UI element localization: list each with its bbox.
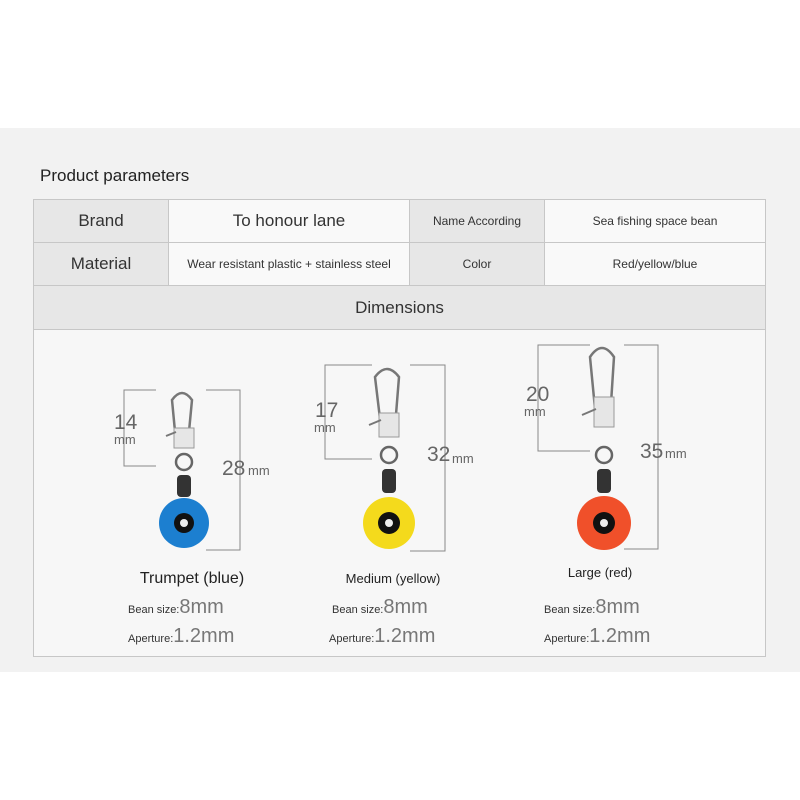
snap-clip-icon bbox=[368, 367, 401, 493]
clip-length-number: 17 bbox=[315, 399, 339, 422]
product-name: Medium (yellow) bbox=[345, 571, 441, 586]
total-length-unit: mm bbox=[248, 463, 270, 478]
clip-length-unit: mm bbox=[114, 432, 136, 447]
dimension-lines bbox=[324, 364, 446, 552]
clip-length-number: 20 bbox=[526, 383, 550, 406]
clip-length-unit: mm bbox=[524, 404, 546, 419]
total-length-number: 32 bbox=[427, 443, 451, 466]
clip-length-unit: mm bbox=[314, 420, 336, 435]
bean-icon bbox=[363, 497, 415, 549]
dimensions-header: Dimensions bbox=[34, 286, 765, 330]
color-value: Red/yellow/blue bbox=[545, 243, 765, 286]
brand-label: Brand bbox=[34, 200, 169, 243]
page-title: Product parameters bbox=[40, 166, 190, 185]
total-length-number: 28 bbox=[222, 457, 246, 480]
dimension-lines bbox=[537, 344, 659, 550]
snap-clip-icon bbox=[581, 346, 616, 493]
material-value: Wear resistant plastic + stainless steel bbox=[169, 243, 410, 286]
aperture-spec: Aperture:1.2mm bbox=[544, 625, 651, 647]
product-name: Trumpet (blue) bbox=[139, 570, 245, 587]
aperture-spec: Aperture:1.2mm bbox=[329, 625, 436, 647]
bean-icon bbox=[159, 498, 209, 548]
material-label: Material bbox=[34, 243, 169, 286]
product-illustration-blue bbox=[123, 389, 241, 551]
bean-icon bbox=[577, 496, 631, 550]
product-illustration-yellow bbox=[324, 364, 446, 552]
brand-value: To honour lane bbox=[169, 200, 410, 243]
total-length-unit: mm bbox=[452, 451, 474, 466]
clip-length-number: 14 bbox=[114, 411, 138, 434]
aperture-spec: Aperture:1.2mm bbox=[128, 625, 235, 647]
dimension-lines bbox=[123, 389, 241, 551]
bean-size-spec: Bean size:8mm bbox=[128, 596, 224, 618]
snap-clip-icon bbox=[165, 391, 195, 497]
bean-size-spec: Bean size:8mm bbox=[544, 596, 640, 618]
color-label: Color bbox=[410, 243, 545, 286]
name-according-value: Sea fishing space bean bbox=[545, 200, 765, 243]
bean-size-spec: Bean size:8mm bbox=[332, 596, 428, 618]
name-according-label: Name According bbox=[410, 200, 545, 243]
total-length-unit: mm bbox=[665, 446, 687, 461]
total-length-number: 35 bbox=[640, 440, 664, 463]
product-name: Large (red) bbox=[567, 565, 633, 580]
product-illustration-red bbox=[537, 344, 659, 550]
